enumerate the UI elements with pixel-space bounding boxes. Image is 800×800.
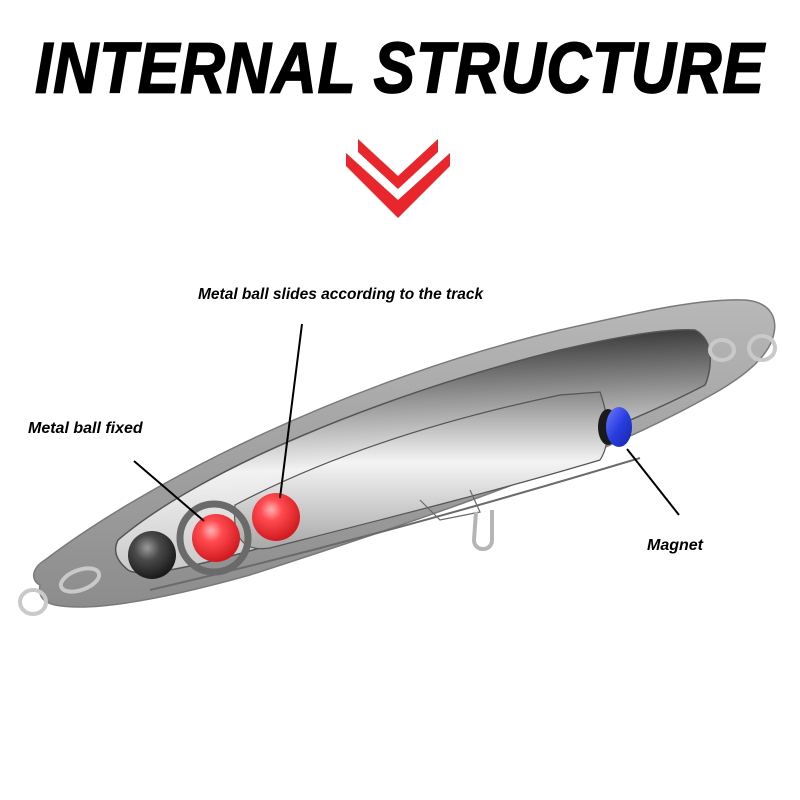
metal-ball-fixed: [192, 514, 240, 562]
fixed-dark-ball: [128, 531, 176, 579]
double-chevron-down-icon: [346, 139, 450, 218]
leader-line-magnet: [626, 448, 680, 516]
front-split-ring-icon: [18, 566, 102, 616]
page-title: INTERNAL STRUCTURE: [34, 28, 765, 109]
rear-split-ring-icon: [708, 334, 777, 362]
leader-line-track: [279, 323, 303, 499]
label-magnet: Magnet: [647, 537, 703, 554]
label-fixed-ball: Metal ball fixed: [28, 420, 143, 437]
fixed-ring: [176, 500, 252, 576]
magnet: [598, 407, 632, 447]
metal-ball-sliding: [252, 493, 300, 541]
leader-line-fixed: [133, 460, 205, 522]
label-track: Metal ball slides according to the track: [198, 286, 484, 303]
belly-eyelet-icon: [471, 510, 494, 551]
